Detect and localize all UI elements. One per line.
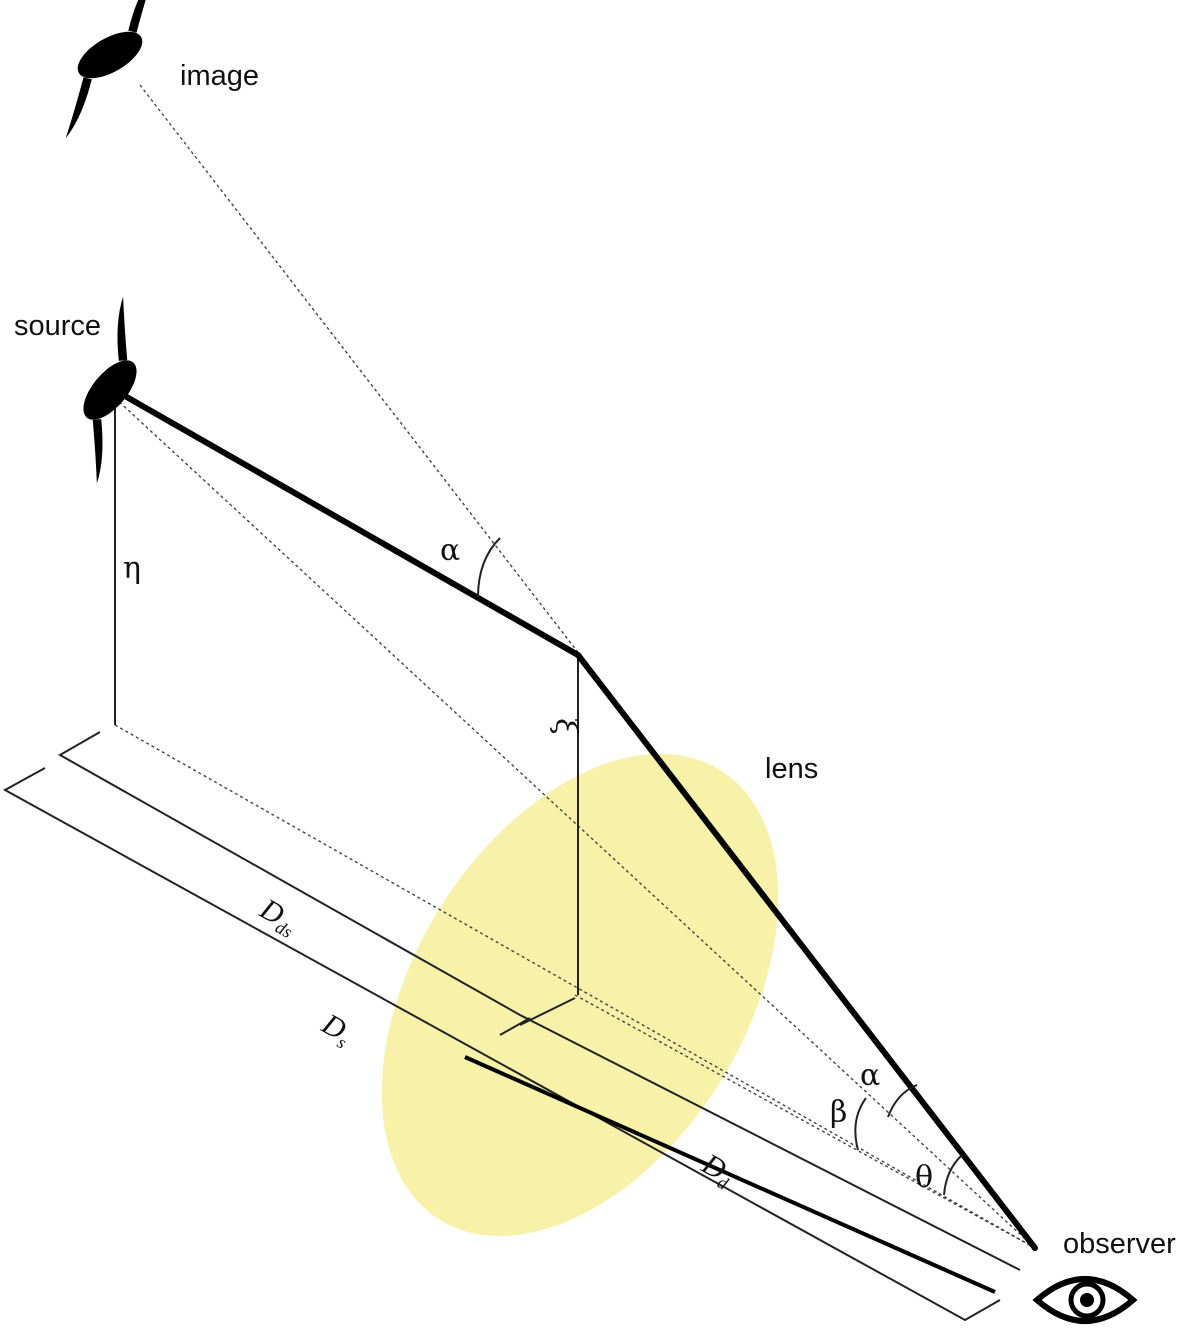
source-label: source xyxy=(14,310,101,342)
image-label: image xyxy=(180,60,259,92)
distance-bars xyxy=(2,731,1021,1322)
theta-label: θ xyxy=(915,1160,933,1195)
theta-arc xyxy=(943,1154,963,1196)
galaxy-icon xyxy=(83,296,137,484)
eta-label: η xyxy=(123,551,141,586)
xi-label: ξ xyxy=(548,718,583,735)
alpha-top-label: α xyxy=(440,533,460,568)
beta-arc xyxy=(854,1097,867,1151)
lens-ellipse xyxy=(381,753,779,1237)
d-d-label: Dd xyxy=(694,1147,740,1194)
galaxy-icon xyxy=(65,0,155,139)
eye-icon xyxy=(1032,1276,1138,1324)
alpha-top-arc xyxy=(477,537,501,598)
sight-lines xyxy=(114,84,1036,1249)
alpha-bottom-arc xyxy=(887,1084,918,1118)
d-s-label: Ds xyxy=(314,1007,357,1053)
observer-label: observer xyxy=(1063,1228,1176,1260)
alpha-bottom-label: α xyxy=(860,1058,880,1093)
d-ds-label: Dds xyxy=(252,892,303,942)
beta-label: β xyxy=(830,1095,847,1130)
lens-label: lens xyxy=(765,753,818,785)
light-ray xyxy=(115,389,1038,1251)
